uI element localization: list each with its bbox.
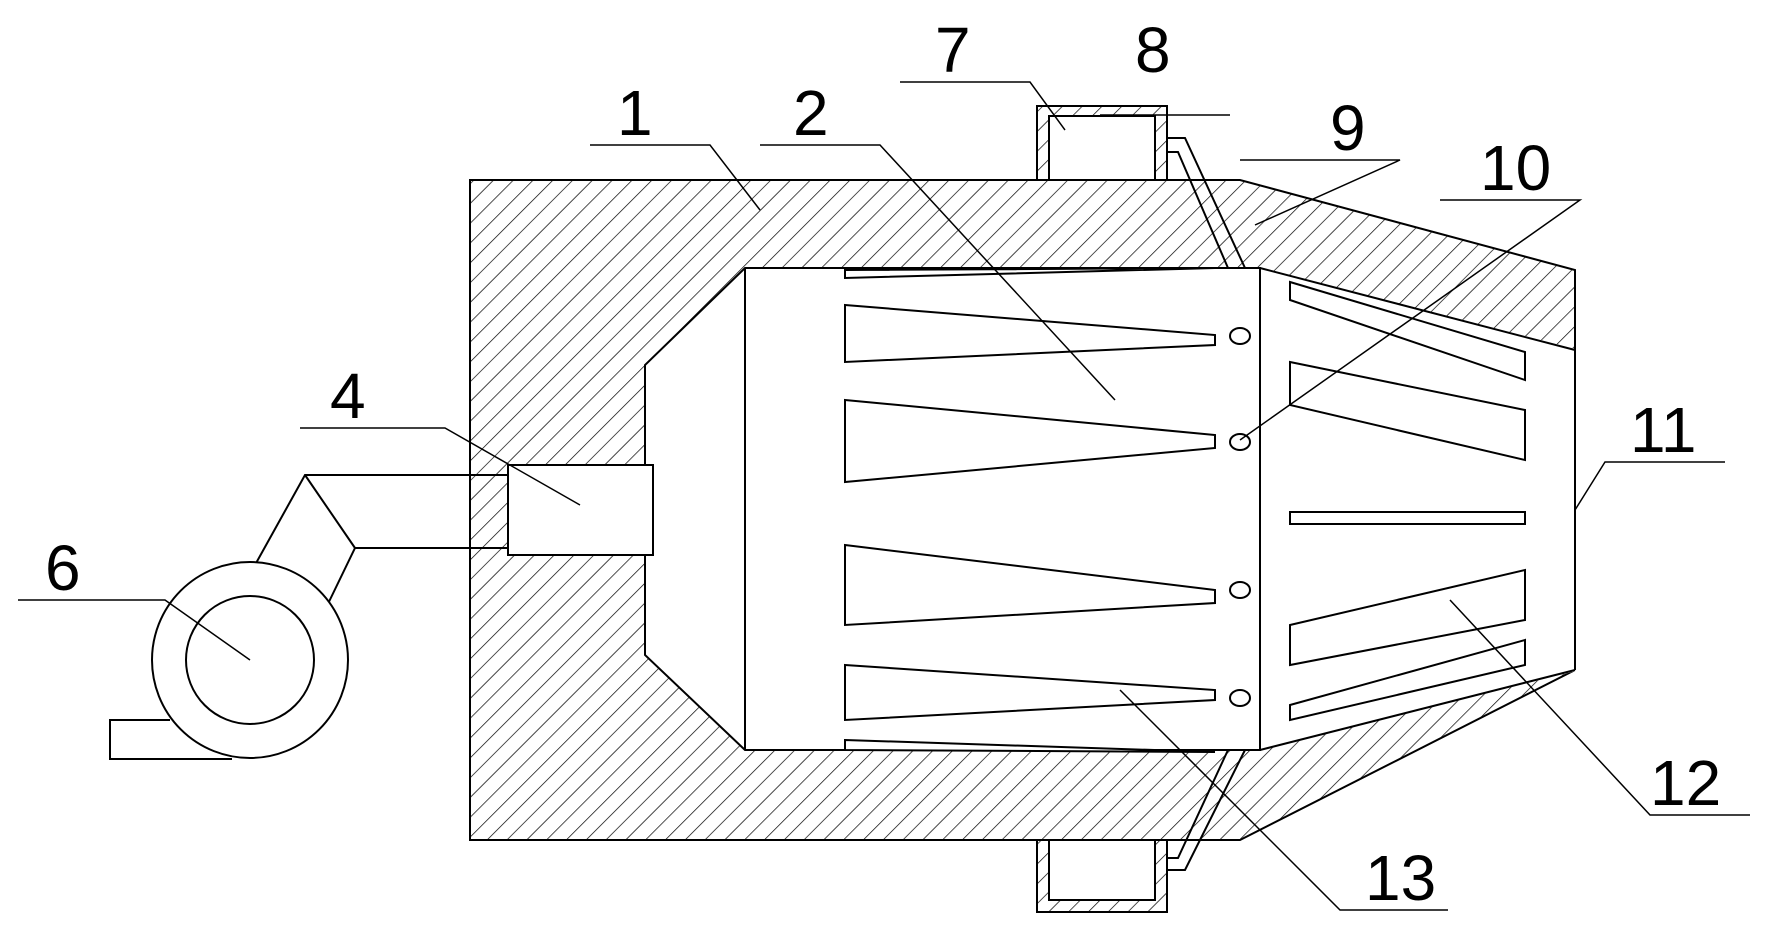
fan-duct bbox=[254, 474, 508, 611]
label-13: 13 bbox=[1365, 842, 1436, 914]
holes bbox=[1229, 327, 1251, 707]
labels: 1 2 4 6 7 8 9 10 11 12 13 bbox=[45, 14, 1721, 914]
label-11: 11 bbox=[1630, 394, 1696, 466]
guide-vanes bbox=[1289, 280, 1526, 722]
label-4: 4 bbox=[330, 360, 366, 432]
leader-lines bbox=[18, 81, 1750, 911]
cone-bottom-edge bbox=[1259, 669, 1576, 751]
fan bbox=[109, 561, 349, 760]
inlet-pipe bbox=[507, 464, 654, 556]
nozzles bbox=[844, 267, 1216, 753]
label-2: 2 bbox=[793, 77, 829, 149]
label-7: 7 bbox=[935, 14, 971, 86]
label-9: 9 bbox=[1330, 92, 1366, 164]
label-1: 1 bbox=[617, 77, 653, 149]
label-12: 12 bbox=[1650, 747, 1721, 819]
cone-top-edge bbox=[1259, 267, 1576, 351]
label-10: 10 bbox=[1480, 132, 1551, 204]
bottom-collector bbox=[1036, 749, 1246, 913]
top-collector bbox=[1036, 105, 1246, 269]
label-6: 6 bbox=[45, 532, 81, 604]
label-8: 8 bbox=[1135, 14, 1171, 86]
